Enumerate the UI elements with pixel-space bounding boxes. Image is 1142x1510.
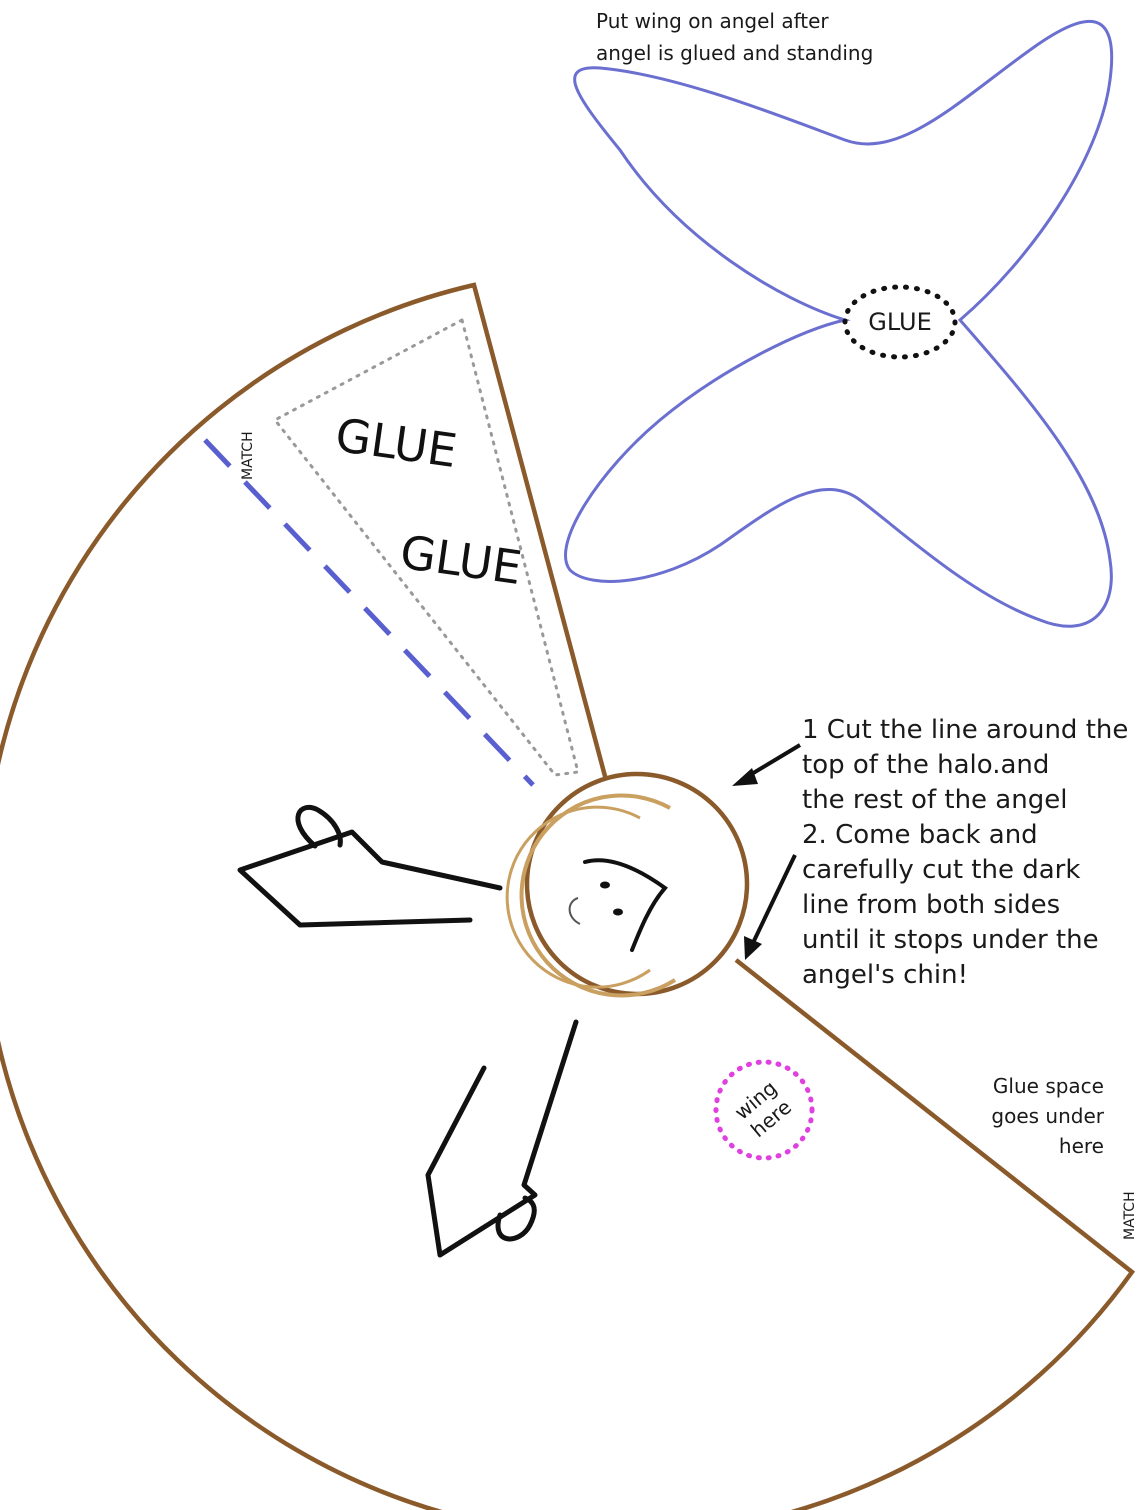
cutting-instructions: 1 Cut the line around the top of the hal… [802, 715, 1128, 990]
lower-arm [428, 1022, 576, 1255]
wing-instruction-line-1: Put wing on angel after [596, 9, 829, 33]
wing-piece: GLUE Put wing on angel after angel is gl… [566, 9, 1112, 626]
glue-space-line-1: Glue space [993, 1074, 1104, 1098]
wing-instruction-line-2: angel is glued and standing [596, 41, 873, 65]
instruction-line-2: top of the halo.and [802, 750, 1049, 780]
glue-flap-label-2: GLUE [397, 525, 525, 595]
arrow-to-chin-line [752, 855, 795, 945]
head-cut-circle [527, 774, 747, 994]
instruction-line-4: 2. Come back and [802, 820, 1038, 850]
instruction-line-5: carefully cut the dark [802, 855, 1080, 885]
upper-arm [240, 832, 500, 925]
wing-outline [566, 21, 1112, 626]
wing-glue-label: GLUE [868, 308, 932, 336]
instruction-line-8: angel's chin! [802, 960, 968, 990]
instruction-line-3: the rest of the angel [802, 785, 1067, 815]
glue-flap-label-1: GLUE [332, 408, 460, 478]
instruction-line-6: line from both sides [802, 890, 1060, 920]
left-eye [600, 882, 610, 889]
right-eye [613, 909, 623, 916]
instruction-line-1: 1 Cut the line around the [802, 715, 1128, 745]
glue-space-line-3: here [1059, 1134, 1104, 1158]
match-label-top: MATCH [240, 431, 256, 480]
match-dashed-line [205, 440, 533, 785]
instruction-line-7: until it stops under the [802, 925, 1099, 955]
glue-space-line-2: goes under [991, 1104, 1104, 1128]
match-label-right: MATCH [1122, 1191, 1138, 1240]
